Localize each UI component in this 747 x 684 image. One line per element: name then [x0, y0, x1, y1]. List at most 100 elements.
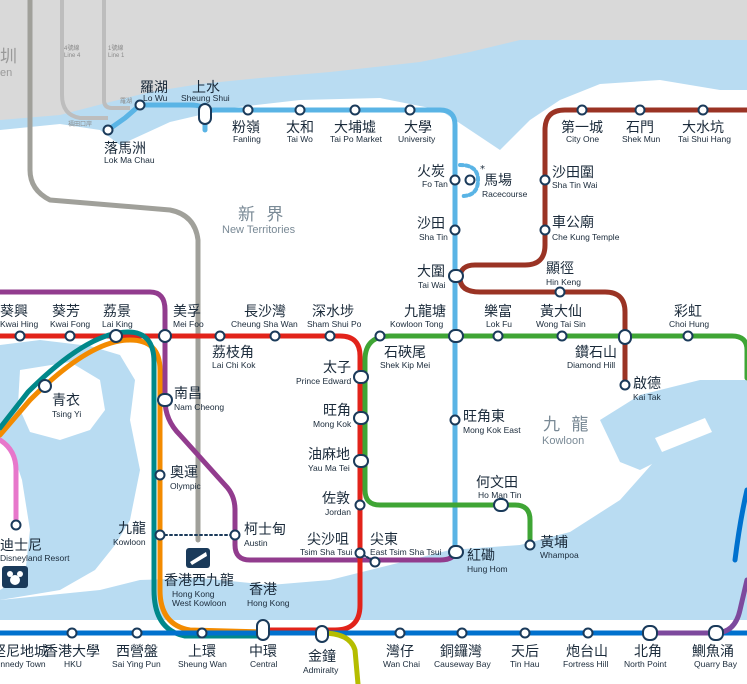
label-kowloontong-en: Kowloon Tong — [390, 319, 444, 329]
label-mongkokeast-zh: 旺角東 — [463, 409, 505, 425]
tuen-ma-line-east[interactable] — [457, 275, 628, 388]
station-hku[interactable] — [66, 627, 78, 639]
station-sheungwan[interactable] — [196, 627, 208, 639]
shenzhen-en: en — [0, 67, 12, 79]
station-taishuihang[interactable] — [697, 104, 709, 116]
label-taishuihang-en: Tai Shui Hang — [678, 134, 731, 144]
label-taipomarket-zh: 大埔墟 — [334, 120, 376, 136]
station-austin[interactable] — [229, 529, 241, 541]
station-tinhau[interactable] — [519, 627, 531, 639]
station-lokfu[interactable] — [492, 330, 504, 342]
station-disneyland[interactable] — [10, 519, 22, 531]
station-taipomarket[interactable] — [349, 104, 361, 116]
label-yaumatei-zh: 油麻地 — [308, 447, 350, 463]
label-taiwo-en: Tai Wo — [287, 134, 313, 144]
station-yaumatei[interactable] — [353, 454, 369, 468]
station-northpoint[interactable] — [642, 625, 658, 641]
station-causewaybay[interactable] — [456, 627, 468, 639]
station-mongkok[interactable] — [353, 411, 369, 425]
tuen-ma-west-line[interactable] — [0, 289, 458, 563]
tung-chung-line[interactable] — [0, 337, 265, 635]
station-mongkokeast[interactable] — [449, 414, 461, 426]
station-taiwo[interactable] — [294, 104, 306, 116]
label-wanchai-en: Wan Chai — [383, 659, 420, 669]
label-central-zh: 中環 — [249, 644, 277, 660]
label-diamondhill-en: Diamond Hill — [567, 360, 615, 370]
disneyland-line[interactable] — [0, 437, 19, 528]
station-cityone[interactable] — [576, 104, 588, 116]
station-fortresshill[interactable] — [582, 627, 594, 639]
region-kowloon-zh: 九 龍 — [543, 415, 591, 435]
label-wanchai-zh: 灣仔 — [386, 644, 414, 660]
label-taiwai-zh: 大圍 — [417, 264, 445, 280]
label-hinkeng-zh: 顯徑 — [546, 261, 574, 277]
station-kowloon[interactable] — [154, 529, 166, 541]
region-new-territories-zh: 新 界 — [238, 205, 286, 225]
station-choihung[interactable] — [682, 330, 694, 342]
label-hku-en: HKU — [64, 659, 82, 669]
station-shekkipmei[interactable] — [374, 330, 386, 342]
station-admiralty[interactable] — [315, 625, 329, 643]
station-kaitak[interactable] — [619, 379, 631, 391]
station-hinkeng[interactable] — [554, 286, 566, 298]
label-university-zh: 大學 — [404, 120, 432, 136]
station-hunghom[interactable] — [448, 545, 464, 559]
station-wongtaisin[interactable] — [556, 330, 568, 342]
station-chekungtemple[interactable] — [539, 224, 551, 236]
station-namcheong[interactable] — [157, 393, 173, 407]
east-extension — [732, 487, 747, 563]
station-shekmun[interactable] — [634, 104, 646, 116]
label-kaitak-en: Kai Tak — [633, 392, 661, 402]
sz-line-1 — [102, 0, 130, 110]
label-chekungtemple-zh: 車公廟 — [552, 214, 594, 231]
label-lokmachau-zh: 落馬洲 — [104, 141, 146, 157]
station-kwaihing[interactable] — [14, 330, 26, 342]
label-lokfu-en: Lok Fu — [486, 319, 512, 329]
label-mongkok-en: Mong Kok — [313, 419, 352, 429]
station-sheungshui[interactable] — [198, 103, 212, 125]
station-saiyingpun[interactable] — [131, 627, 143, 639]
station-laiking[interactable] — [109, 329, 123, 343]
airport-express-line[interactable] — [0, 329, 265, 639]
station-university[interactable] — [404, 104, 416, 116]
station-whampoa[interactable] — [524, 539, 536, 551]
station-kowloontong[interactable] — [448, 329, 464, 343]
station-shatinwai[interactable] — [539, 174, 551, 186]
station-jordan[interactable] — [354, 499, 366, 511]
station-princeedward[interactable] — [353, 370, 369, 384]
label-westkowloon-en-1: Hong Kong — [172, 589, 215, 599]
label-olympic-zh: 奧運 — [170, 465, 198, 481]
station-olympic[interactable] — [154, 469, 166, 481]
label-shatin-zh: 沙田 — [417, 216, 445, 232]
kwun-tong-line[interactable] — [362, 333, 747, 548]
station-hongkong[interactable] — [256, 619, 270, 641]
station-shamshuipo[interactable] — [324, 330, 336, 342]
station-fotan[interactable] — [449, 174, 461, 186]
station-taiwai[interactable] — [448, 269, 464, 283]
label-lokfu-zh: 樂富 — [484, 303, 512, 320]
station-lowu[interactable] — [134, 99, 146, 111]
station-meifoo[interactable] — [158, 329, 172, 343]
label-hongkong-en: Hong Kong — [247, 598, 290, 608]
station-lokmachau[interactable] — [102, 124, 114, 136]
label-lokmachau-en: Lok Ma Chau — [104, 155, 155, 165]
station-tsimshatsui[interactable] — [354, 547, 366, 559]
station-kwaifong[interactable] — [64, 330, 76, 342]
station-fanling[interactable] — [242, 104, 254, 116]
station-quarrybay[interactable] — [708, 625, 724, 641]
station-cheungshawan[interactable] — [269, 330, 281, 342]
station-tsingyi[interactable] — [37, 378, 54, 395]
label-yaumatei-en: Yau Ma Tei — [308, 463, 350, 473]
station-laichikok[interactable] — [214, 330, 226, 342]
station-wanchai[interactable] — [394, 627, 406, 639]
station-racecourse[interactable] — [464, 174, 476, 186]
station-shatin[interactable] — [449, 224, 461, 236]
station-easttsimshatsui[interactable] — [369, 556, 381, 568]
station-homantin[interactable] — [493, 498, 509, 512]
tuen-ma-line[interactable] — [457, 107, 747, 281]
station-diamondhill[interactable] — [618, 329, 632, 345]
tsuen-wan-line[interactable] — [0, 333, 363, 633]
label-kennedytown-en: Kennedy Town — [0, 659, 46, 669]
region-new-territories-en: New Territories — [222, 224, 296, 236]
label-tsimshatsui-zh: 尖沙咀 — [307, 532, 349, 548]
